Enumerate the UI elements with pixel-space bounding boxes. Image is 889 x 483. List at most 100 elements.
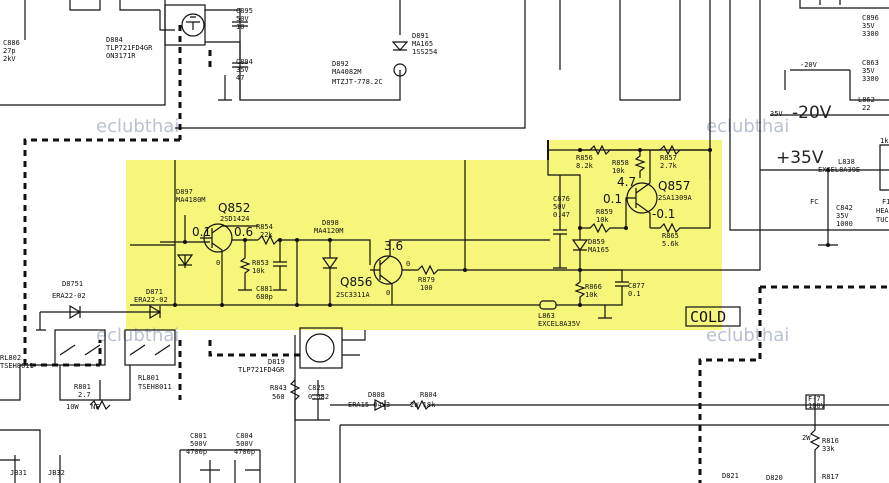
label-r857v: 2.7k	[660, 162, 678, 170]
label-c842v: 35V	[836, 212, 849, 220]
label-v35: 35V	[770, 110, 783, 118]
label-c881: C881	[256, 285, 273, 293]
label-r879v: 100	[420, 284, 433, 292]
label-tuc: TUC	[876, 216, 889, 224]
highlight-region	[126, 140, 722, 330]
label-c801: C801	[190, 432, 207, 440]
label-d892a: MTZJT-778.2C	[332, 78, 383, 86]
label-d884p: TLP721FD4GR	[106, 44, 153, 52]
label-q857p: 2SA1309A	[658, 194, 693, 202]
label-d819: D819	[268, 358, 285, 366]
label-r858: R858	[612, 159, 629, 167]
label-fc: FC	[810, 198, 818, 206]
label-jb31: JB31	[10, 469, 27, 477]
label-d8751: D8751	[62, 280, 83, 288]
label-v06: 0.6	[234, 225, 253, 239]
label-c894: C894	[236, 58, 253, 66]
label-c863v: 35V	[862, 67, 875, 75]
label-r804: R804	[420, 391, 437, 399]
label-d897p: MA4180M	[176, 196, 206, 204]
label-r816: R816	[822, 437, 839, 445]
label-d892p: MA4082M	[332, 68, 362, 76]
label-big-p35: +35V	[776, 148, 824, 168]
relay-rl802	[54, 329, 106, 366]
label-r854: R854	[256, 223, 273, 231]
label-c876: C876	[553, 195, 570, 203]
label-d8751p: ERA22-02	[52, 292, 86, 300]
label-r816v: 33k	[822, 445, 835, 453]
label-q857: Q857	[658, 179, 690, 193]
label-c876v: 50V	[553, 203, 566, 211]
lower-labels: D8751 ERA22-02 RL802 TSEH8011 RL801 TSEH…	[0, 280, 839, 482]
label-q856p: 2SC3311A	[336, 291, 371, 299]
label-d820: D820	[766, 474, 783, 482]
label-r817: R817	[822, 473, 839, 481]
label-c877v: 0.1	[628, 290, 641, 298]
label-c886: C886	[3, 39, 20, 47]
label-q852p: 2SD1424	[220, 215, 250, 223]
label-c894v: 35V	[236, 66, 249, 74]
label-f1: F1	[882, 198, 889, 206]
top-left-section: C886 27p 2kV D884 TLP721FD4GR ON3171R C8…	[0, 0, 437, 367]
label-c804c: 4700p	[234, 448, 255, 456]
label-r843v: 560	[272, 393, 285, 401]
label-rl801p: TSEH8011	[138, 383, 172, 391]
label-v36: 3.6	[384, 239, 403, 253]
label-l863p: EXCEL8A35V	[538, 320, 581, 328]
label-c894c: 47	[236, 74, 244, 82]
label-c895c: 10	[236, 23, 244, 31]
label-c863c: 3300	[862, 75, 879, 83]
label-v01b: 0.1	[603, 192, 622, 206]
watermark-1: eclubthai	[96, 116, 179, 137]
label-c876c: 0.47	[553, 211, 570, 219]
label-l838: L838	[838, 158, 855, 166]
label-l862: L862	[858, 96, 875, 104]
lower-left-section	[0, 285, 889, 483]
label-rl802p: TSEH8011	[0, 362, 34, 370]
label-r853: R853	[252, 259, 269, 267]
label-r853v: 10k	[252, 267, 265, 275]
label-r801v: 2.7	[78, 391, 91, 399]
label-r865: R865	[662, 232, 679, 240]
label-c825v: 0.082	[308, 393, 329, 401]
label-r865v: 5.6k	[662, 240, 680, 248]
label-k1: 1k	[880, 137, 889, 145]
label-r859: R859	[596, 208, 613, 216]
label-c804: C804	[236, 432, 253, 440]
right-top-labels: C896 35V 3300 -20V C863 35V 3300 35V L86…	[770, 14, 889, 228]
label-c896c: 3300	[862, 30, 879, 38]
label-d891a: 1SS254	[412, 48, 437, 56]
relay-rl801	[124, 329, 176, 366]
label-r801n: NF	[91, 403, 99, 411]
watermark-3: eclubthai	[96, 325, 179, 346]
label-jb32: JB32	[48, 469, 65, 477]
label-r843: R843	[270, 384, 287, 392]
label-r856v: 8.2k	[576, 162, 594, 170]
label-q856: Q856	[340, 275, 372, 289]
label-r879: R879	[418, 276, 435, 284]
label-q852: Q852	[218, 201, 250, 215]
label-w2: 2W	[802, 434, 811, 442]
label-d884: D884	[106, 36, 123, 44]
optocoupler-d819	[305, 333, 335, 363]
label-r866: R866	[585, 283, 602, 291]
watermark-4: eclubthai	[706, 325, 789, 346]
label-rl801: RL801	[138, 374, 159, 382]
label-d871: D871	[146, 288, 163, 296]
label-d819p: TLP721FD4GR	[238, 366, 285, 374]
label-r856: R856	[576, 154, 593, 162]
label-c886v: 27p	[3, 47, 16, 55]
label-r801w: 10W	[66, 403, 79, 411]
label-c804v: 500V	[236, 440, 254, 448]
label-r857: R857	[660, 154, 677, 162]
label-c825: C825	[308, 384, 325, 392]
label-d871p: ERA22-02	[134, 296, 168, 304]
label-d898: D898	[322, 219, 339, 227]
label-c801v: 500V	[190, 440, 208, 448]
label-vm01: -0.1	[652, 207, 675, 221]
label-d859: D859	[588, 238, 605, 246]
label-d859p: MA165	[588, 246, 609, 254]
label-v0a: 0	[216, 259, 220, 267]
label-d898p: MA4120M	[314, 227, 344, 235]
